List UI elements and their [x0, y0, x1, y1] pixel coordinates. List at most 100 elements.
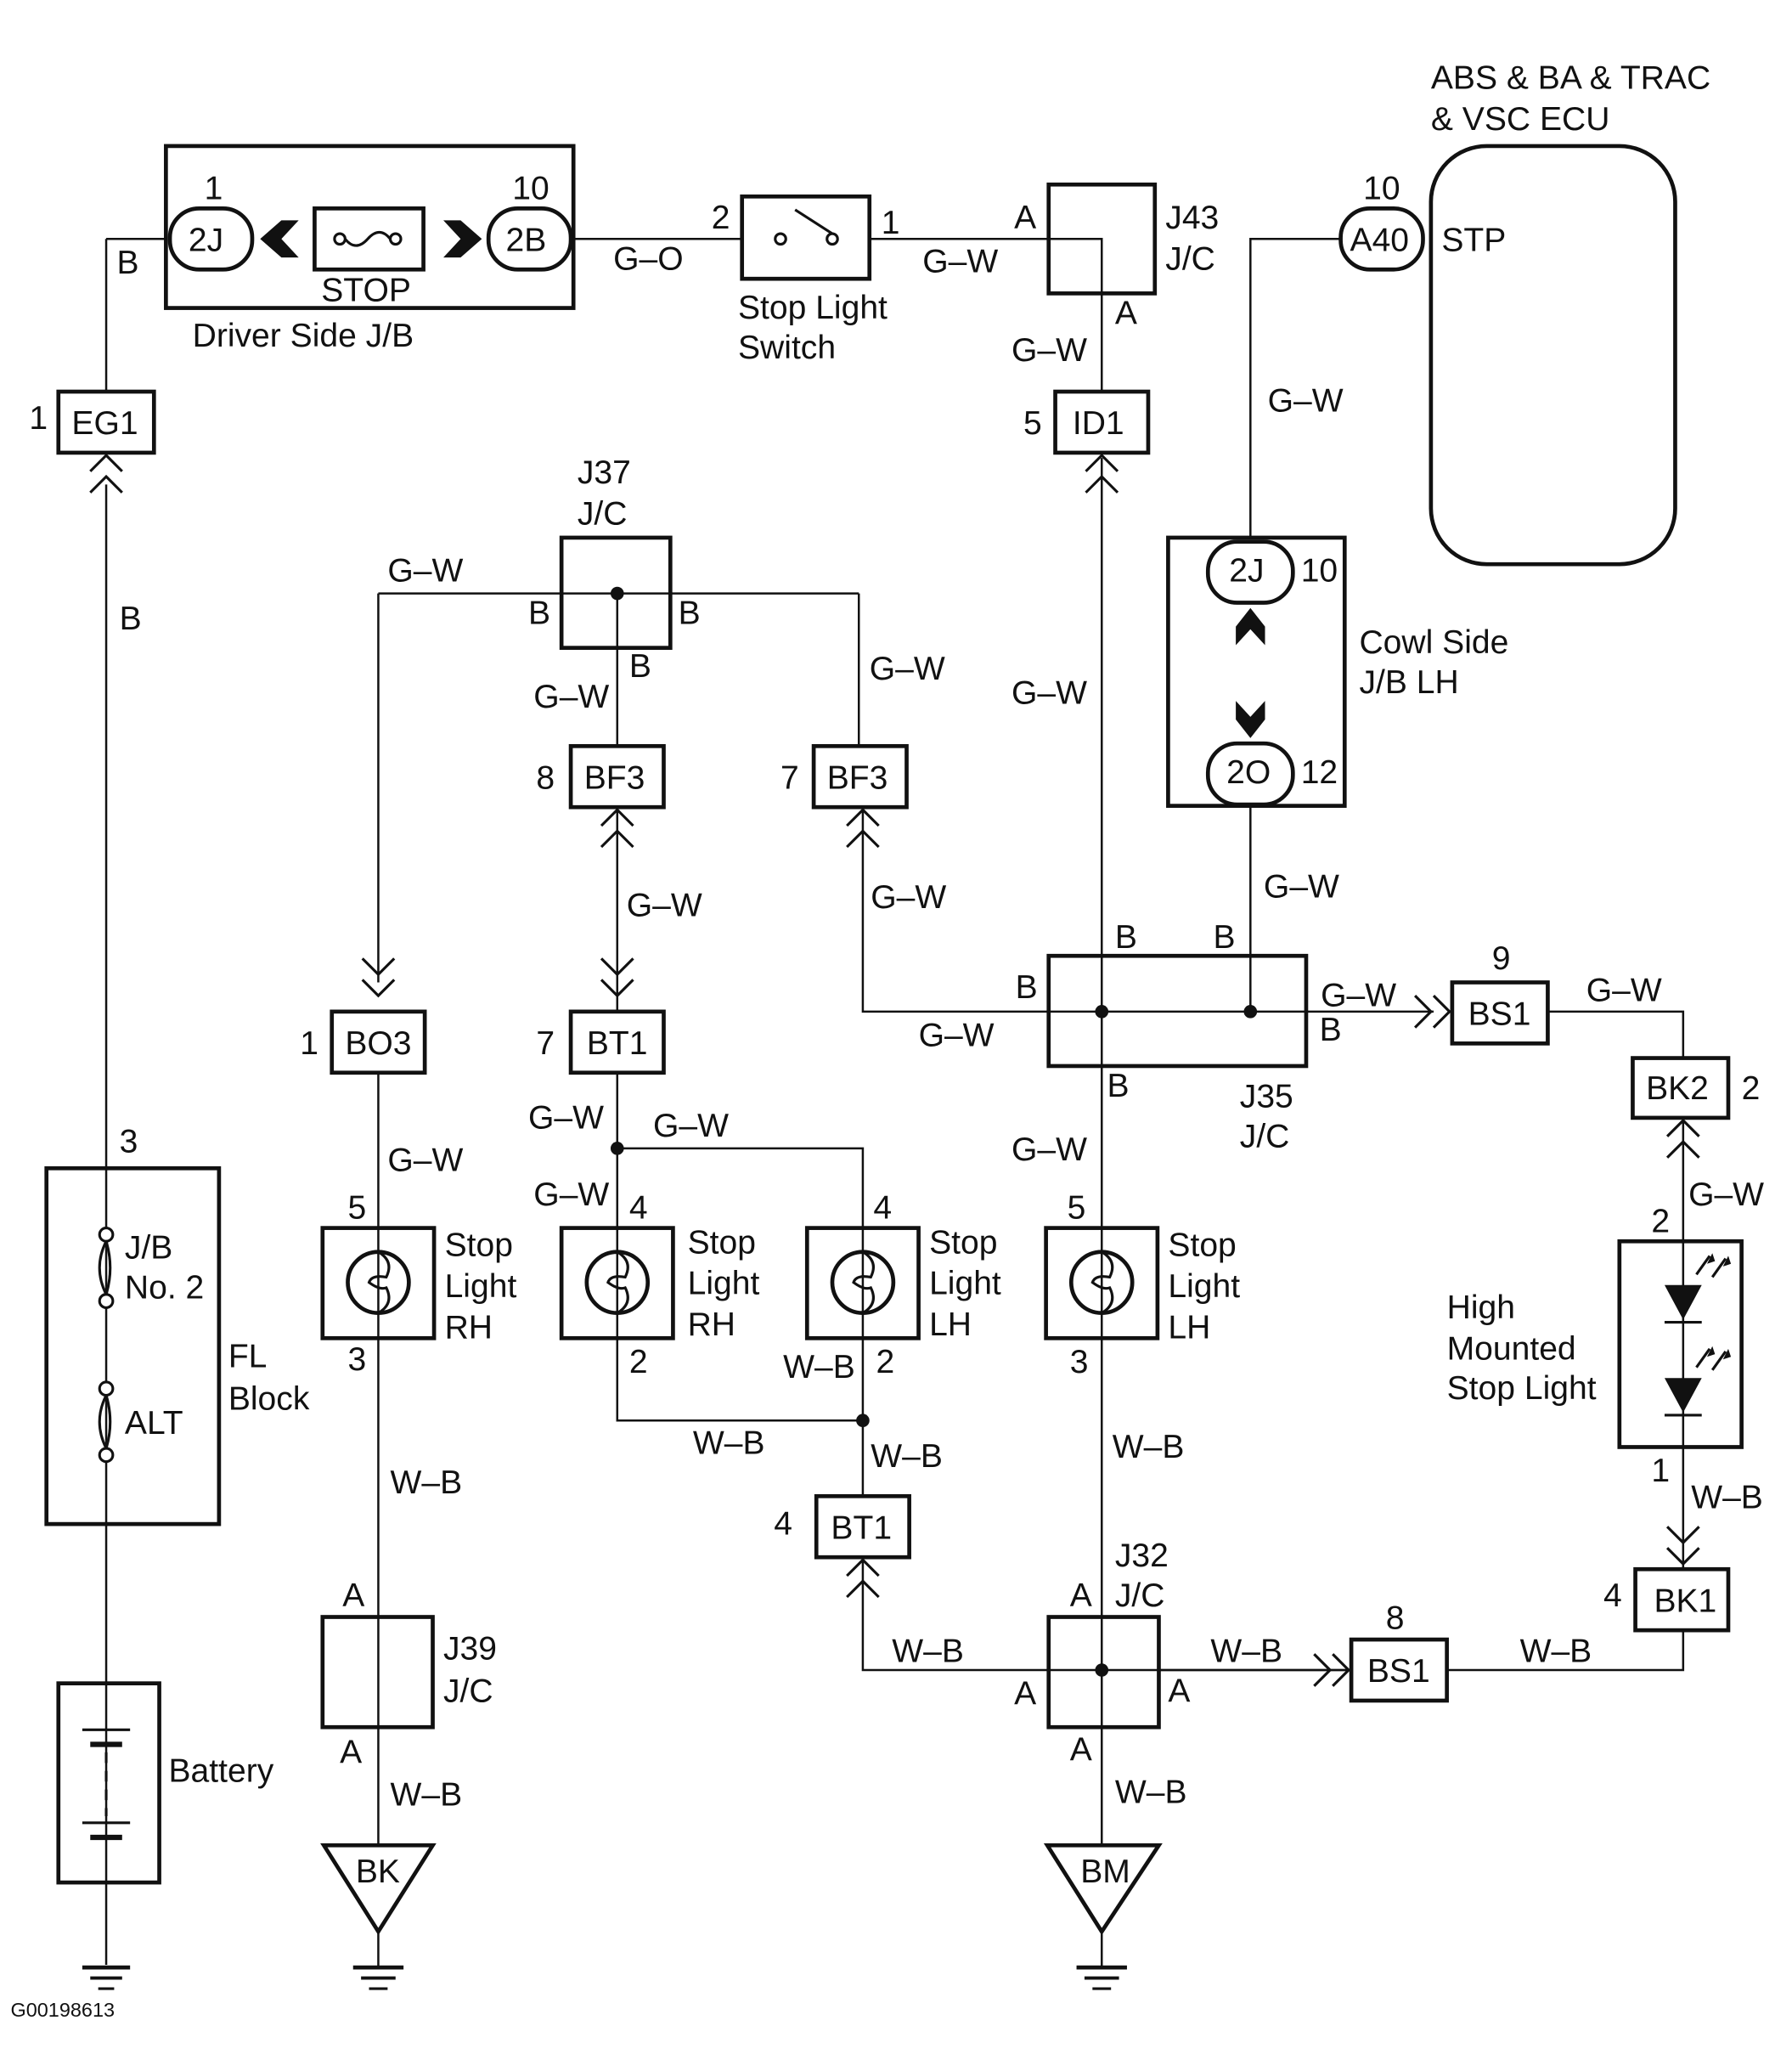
bs1-connector-9[interactable]: BS1 9	[1414, 940, 1550, 1046]
id1-connector[interactable]: ID1 5	[1023, 389, 1151, 494]
connector-chevron-icon	[89, 453, 123, 494]
j37-junction[interactable]: J37 J/C B B B	[528, 454, 701, 685]
wire-b-main	[104, 238, 166, 1965]
connector-chevron-icon	[846, 1558, 880, 1599]
fusible-link-icon	[98, 1380, 115, 1464]
filament-icon	[606, 1250, 629, 1314]
abs-vsc-ecu[interactable]: ABS & BA & TRAC & VSC ECU 10 A40 STP	[1338, 60, 1711, 567]
j43-junction[interactable]: A A J43 J/C	[1014, 182, 1219, 331]
switch-lever-icon	[794, 208, 833, 235]
j35-junction[interactable]: B B B B B J35 J/C	[1016, 919, 1342, 1154]
j39-pin-out: A	[340, 1734, 362, 1770]
j43-name: J43	[1165, 200, 1219, 236]
bf3-connector-8[interactable]: BF3 8	[536, 743, 666, 849]
cowl-bottom-connector: 2O	[1226, 754, 1271, 791]
bo3-connector[interactable]: BO3 1	[300, 957, 427, 1075]
wire-label-wb-lamp1: W–B	[391, 1464, 463, 1501]
j32-pin-left: A	[1014, 1676, 1036, 1713]
connector-arrow-down-icon	[1236, 701, 1265, 738]
stop-light-lh-1[interactable]: 4 2 Stop Light LH	[804, 1190, 1001, 1380]
bt1a-label: BT1	[587, 1025, 648, 1062]
driver-side-jb[interactable]: 1 2J 10 2B STOP Driver Side J/B	[164, 144, 576, 354]
j37-pin-left: B	[528, 595, 550, 632]
lamp1-label-3: RH	[445, 1309, 493, 1346]
bf3b-pin: 7	[780, 759, 799, 796]
lamp2-pin-out: 2	[629, 1344, 648, 1380]
j32-name: J32	[1115, 1538, 1169, 1574]
battery[interactable]: Battery	[56, 1681, 274, 1885]
wire-label-wb-rh2: W–B	[693, 1425, 765, 1461]
fl-label-2: Block	[228, 1381, 310, 1418]
wire-label-wb-lamp4: W–B	[1113, 1429, 1185, 1465]
bk1-pin: 4	[1603, 1577, 1622, 1614]
j35-pin-top2: B	[1214, 919, 1236, 956]
bo3-pin: 1	[300, 1025, 318, 1062]
j43-pin-in: A	[1014, 200, 1036, 236]
ecu-title-2: & VSC ECU	[1431, 101, 1610, 138]
bt1-connector-7[interactable]: BT1 7	[536, 957, 666, 1075]
bk2-connector[interactable]: BK2 2	[1631, 1056, 1761, 1159]
j39-name: J39	[443, 1631, 497, 1668]
j39-type: J/C	[443, 1673, 493, 1710]
fl-pin: 3	[120, 1124, 138, 1160]
bk2-pin: 2	[1742, 1070, 1761, 1107]
bk1-connector[interactable]: BK1 4	[1603, 1526, 1731, 1633]
splice-point	[610, 1142, 624, 1155]
wire-label-gw-bk2: G–W	[1688, 1177, 1764, 1213]
ground-bk[interactable]: BK	[320, 1842, 437, 1990]
bs1b-label: BS1	[1367, 1653, 1430, 1690]
j32-pin-bottom: A	[1070, 1731, 1092, 1768]
wire-gw-bt1-lamps	[616, 1072, 865, 1497]
bo3-label: BO3	[345, 1025, 411, 1062]
j32-junction[interactable]: J32 J/C A A A A	[1014, 1538, 1190, 1768]
bf3b-label: BF3	[827, 759, 888, 796]
wire-label-gw-j35-right: G–W	[1321, 978, 1396, 1014]
bt1b-pin: 4	[774, 1506, 792, 1543]
j39-pin-in: A	[342, 1577, 364, 1614]
ground-icon	[1076, 1965, 1127, 1990]
lamp1-pin-out: 3	[347, 1341, 366, 1378]
eg1-connector[interactable]: EG1 1	[29, 389, 156, 494]
lamp2-label-2: Light	[688, 1266, 760, 1302]
ground-bk-label: BK	[356, 1854, 400, 1890]
lamp3-label-3: LH	[929, 1306, 972, 1343]
j35-pin-bottom: B	[1107, 1068, 1130, 1104]
switch-label-2: Switch	[738, 330, 836, 366]
wire-label-gw-mid: G–W	[1012, 674, 1087, 711]
wire-label-wb-j32-right: W–B	[1210, 1634, 1282, 1670]
bf3a-pin: 8	[536, 759, 555, 796]
bt1-connector-4[interactable]: BT1 4	[774, 1493, 911, 1599]
stop-light-rh-2[interactable]: 4 2 Stop Light RH	[559, 1190, 760, 1380]
connector-chevron-icon	[600, 957, 634, 998]
eg1-label: EG1	[71, 405, 138, 442]
wire-gw-ecu-cowl	[1249, 238, 1341, 542]
fl-block[interactable]: 3 J/B No. 2 ALT FL Block	[44, 1124, 310, 1526]
bs1-connector-8[interactable]: BS1 8	[1313, 1600, 1449, 1703]
wire-label-gw-bs1: G–W	[1586, 972, 1662, 1008]
fl-fuse1-line2: No. 2	[125, 1269, 204, 1306]
led-icon	[1664, 1253, 1732, 1324]
high-mounted-stop-light[interactable]: 2 1 High Mounted Stop Light	[1447, 1203, 1744, 1489]
wire-label-gw-j35-down: G–W	[1012, 1131, 1087, 1168]
lamp3-pin-in: 4	[873, 1190, 892, 1227]
driver-jb-label: Driver Side J/B	[193, 318, 414, 354]
stop-light-rh-1[interactable]: 5 3 Stop Light RH	[320, 1190, 517, 1378]
wire-label-gw-bt1-b: G–W	[653, 1108, 729, 1144]
cowl-label-1: Cowl Side	[1359, 624, 1508, 661]
bs1b-pin: 8	[1386, 1600, 1405, 1637]
connector-arrow-up-icon	[1236, 607, 1265, 646]
wire-label-b-top: B	[117, 245, 139, 281]
ground-bm[interactable]: BM	[1043, 1842, 1163, 1990]
connector-arrow-right-icon	[443, 220, 482, 258]
stop-light-lh-2[interactable]: 5 3 Stop Light LH	[1044, 1190, 1241, 1380]
lamp4-label-3: LH	[1168, 1309, 1210, 1346]
wire-label-gw-bt1-a: G–W	[528, 1099, 604, 1136]
cowl-side-jb[interactable]: 2J 10 2O 12 Cowl Side J/B LH	[1166, 535, 1508, 808]
stop-light-switch[interactable]: 2 1 Stop Light Switch	[712, 194, 900, 366]
j39-junction[interactable]: A A J39 J/C	[320, 1577, 497, 1770]
hmsl-label-1: High	[1447, 1289, 1515, 1326]
led-icon	[1664, 1346, 1732, 1417]
wire-label-gw-bo3: G–W	[387, 1142, 463, 1178]
j37-pin-right: B	[679, 595, 701, 632]
bf3-connector-7[interactable]: BF3 7	[780, 743, 909, 849]
